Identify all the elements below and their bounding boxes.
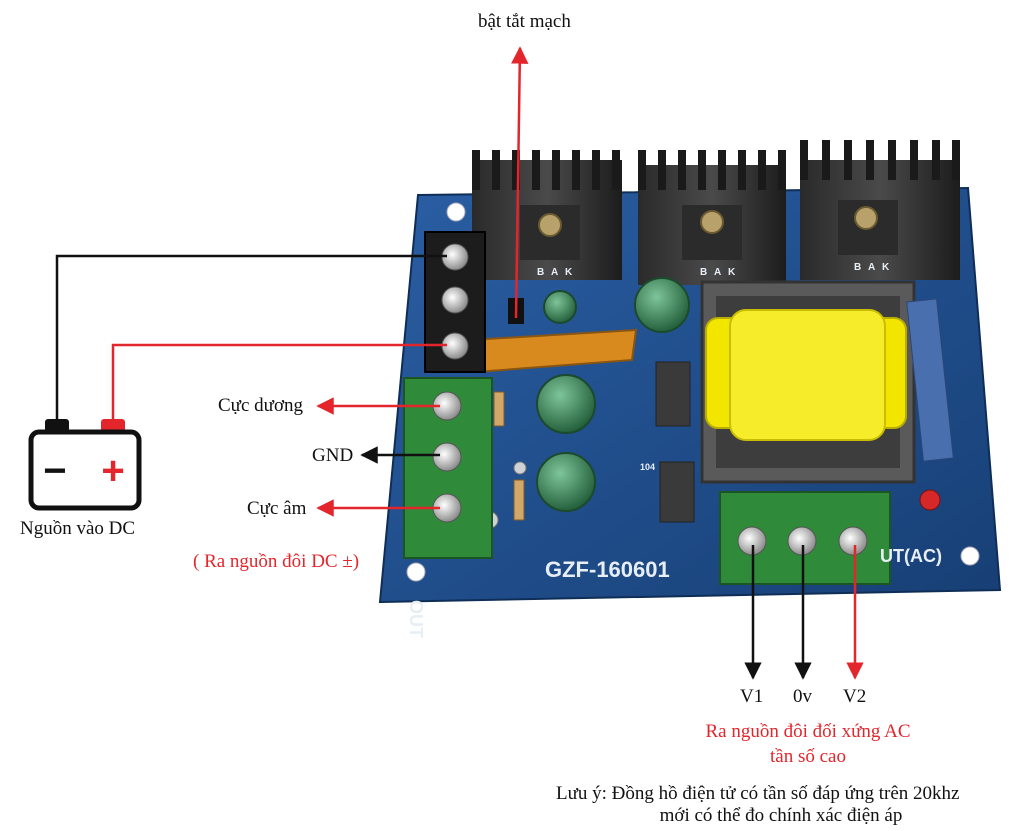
heat-sink-2 [638, 150, 786, 285]
dual-dc-output-label: ( Ra nguồn đôi DC ±) [193, 551, 360, 572]
dc-output-terminal-block [403, 377, 493, 559]
positive-label: Cực dương [218, 395, 303, 416]
ac-output-terminal-block [719, 491, 891, 585]
heat-sink-1 [472, 150, 622, 280]
note-line2: mới có thể đo chính xác điện áp [659, 805, 903, 826]
zero-volt-label: 0v [793, 686, 812, 707]
transformer [700, 280, 916, 484]
v2-label: V2 [843, 686, 867, 707]
v1-label: V1 [740, 686, 764, 707]
board-model-text: GZF-160601 [545, 557, 670, 582]
pin-label-k: K [728, 267, 736, 278]
pin-label-a: A [551, 267, 558, 278]
capacitors [536, 277, 945, 512]
battery-plus-sign: + [101, 449, 124, 493]
note-line1: Lưu ý: Đồng hồ điện tử có tần số đáp ứng… [556, 783, 960, 804]
board-out-ac-text: UT(AC) [880, 546, 942, 566]
gnd-label: GND [312, 445, 354, 466]
battery-positive-wire [111, 343, 447, 420]
negative-label: Cực âm [247, 498, 307, 519]
input-terminal-block [424, 231, 486, 373]
pin-label-b: B [537, 267, 544, 278]
battery-icon: − + [28, 419, 142, 511]
pin-label-b: B [700, 267, 707, 278]
battery-minus-sign: − [43, 449, 66, 493]
board-out-dc-text: OUT [406, 600, 426, 638]
ac-output-label-line1: Ra nguồn đôi đối xứng AC [705, 721, 911, 742]
battery-negative-wire [55, 254, 447, 420]
small-components: 104 [481, 298, 954, 529]
pin-labels: B A K B A K B A K [537, 262, 890, 278]
pin-label-a: A [868, 262, 875, 273]
pin-label-b: B [854, 262, 861, 273]
pin-label-a: A [714, 267, 721, 278]
switch-arrow [511, 46, 529, 319]
switch-label: bật tắt mạch [478, 11, 571, 32]
pin-label-k: K [565, 267, 573, 278]
heat-sink-3 [800, 140, 960, 280]
ac-output-label-line2: tần số cao [770, 746, 846, 767]
pin-label-k: K [882, 262, 890, 273]
ic-label: 104 [640, 462, 655, 472]
dc-input-label: Nguồn vào DC [20, 518, 136, 539]
